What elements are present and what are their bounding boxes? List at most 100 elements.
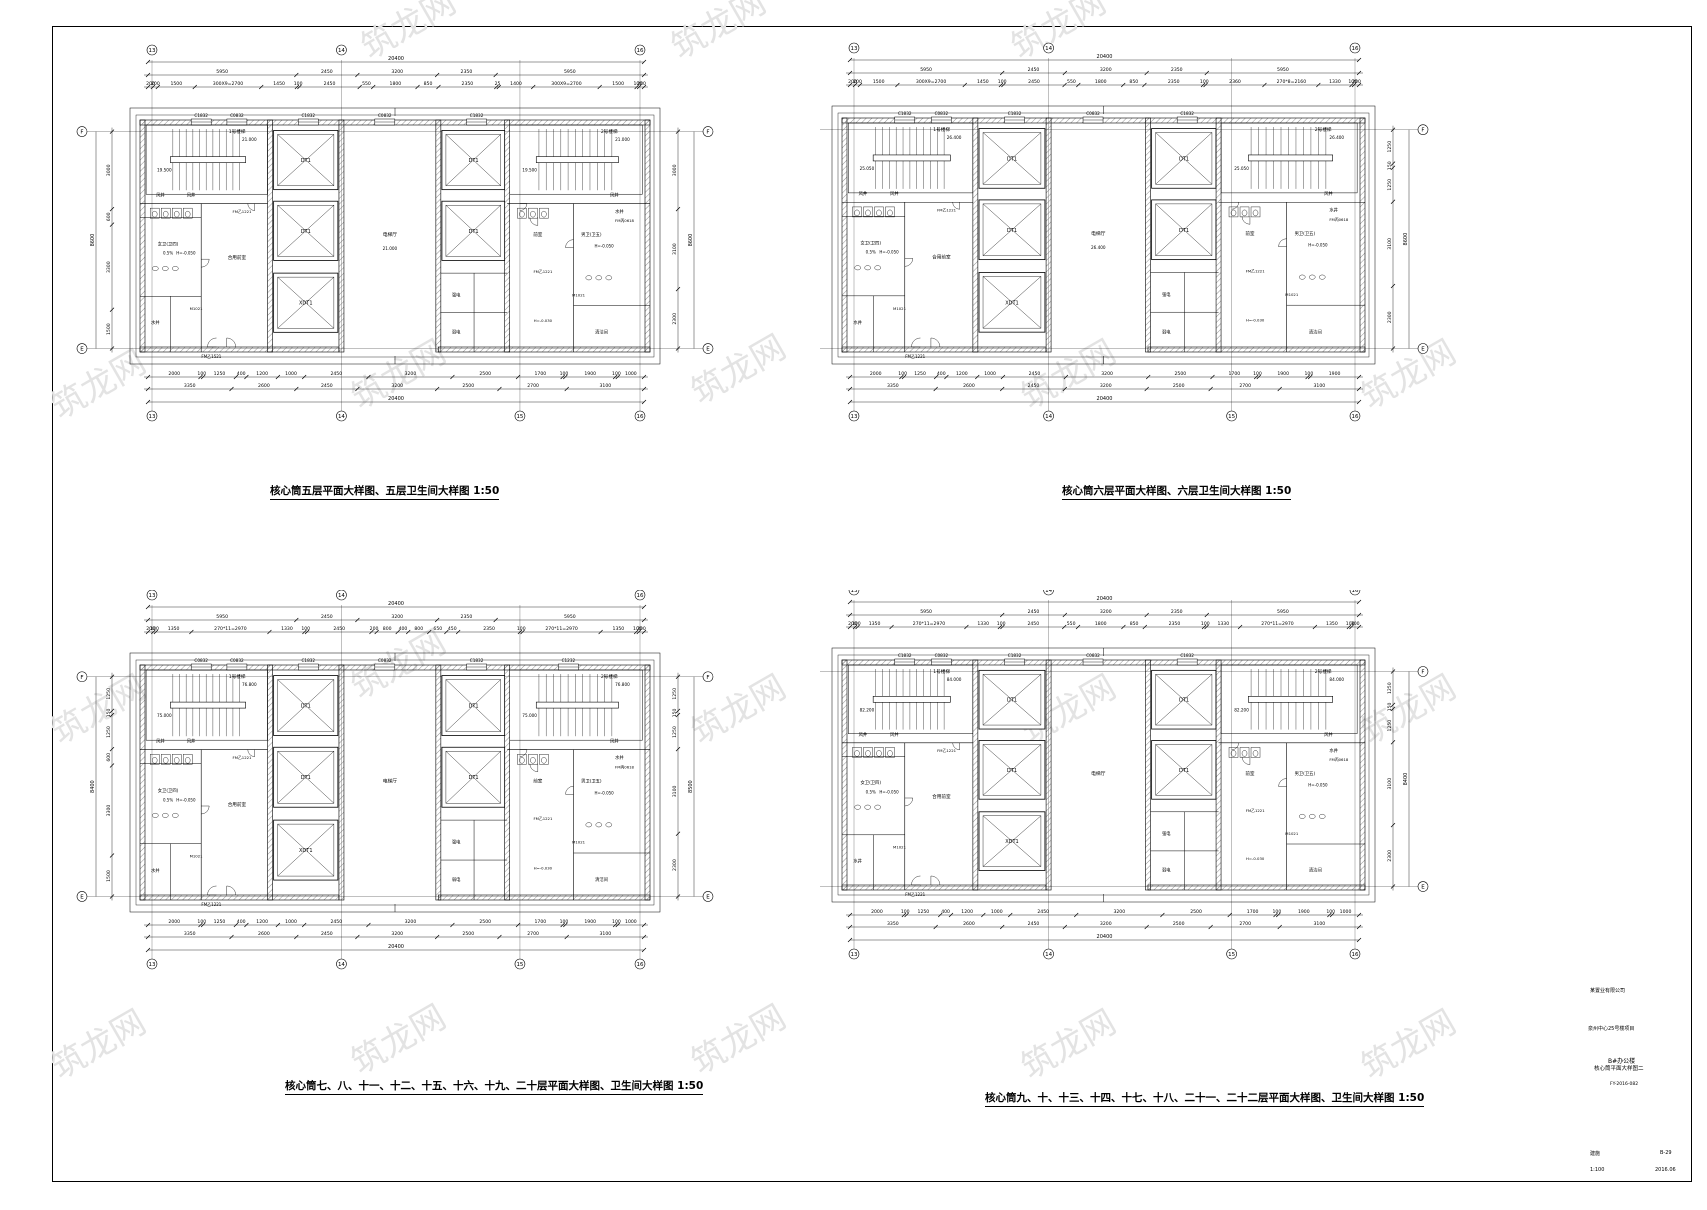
dim-top-row1-value: 3200: [1100, 609, 1112, 615]
dim-top-row2-value: 2360: [1229, 79, 1241, 85]
stair-1-elev2: 19.500: [157, 168, 172, 173]
dim-tick: [933, 924, 938, 930]
dim-bottom-row1-value: 1250: [214, 919, 226, 925]
window-label: C1832: [898, 111, 912, 116]
title-drawing: B#办公楼: [1608, 1058, 1636, 1065]
dim-tick: [1312, 624, 1318, 630]
wall-bottom-left: [841, 346, 1047, 353]
room-wc-f: 女卫(卫四): [158, 787, 179, 794]
dim-top-row2-value: 1400: [510, 81, 522, 87]
wc-cubicle: [1228, 747, 1239, 758]
wc-basin: [595, 822, 602, 828]
elevator-label: DT1: [468, 775, 478, 781]
room-cleaning: 清洁间: [595, 328, 608, 335]
door-stair-1: [952, 742, 960, 751]
wall-right: [1359, 659, 1366, 891]
dim-tick: [999, 70, 1005, 76]
wc-cubicle: [885, 747, 895, 758]
door-wc-label-r: M1021: [1285, 831, 1299, 836]
dim-total-bottom: 20400: [1097, 396, 1113, 402]
door-wc-label: M1021: [190, 306, 204, 311]
room-lobby: 电梯厅: [383, 778, 398, 785]
dim-tick: [415, 84, 420, 90]
wc-cubicle: [885, 206, 895, 218]
elevator-label: DT1: [468, 704, 478, 710]
dim-top-row2-value: 1500: [612, 81, 624, 87]
stair-1-handrail: [872, 154, 951, 162]
dim-top-row2-value: 200: [146, 81, 155, 87]
dim-tick: [366, 922, 371, 928]
dim-tick: [1120, 82, 1126, 88]
dim-top-row2-value: 1350: [168, 626, 180, 632]
dim-bottom-row1-value: 100: [560, 919, 569, 925]
dim-tick: [405, 629, 411, 635]
title-sheet-label: 建施: [1590, 1151, 1601, 1157]
room-shaft-weak: 弱电: [452, 876, 461, 883]
axis-label: 15: [1228, 952, 1235, 958]
dim-bottom-row1-value: 1900: [584, 919, 596, 925]
dim-tick: [1063, 374, 1069, 380]
dim-tick: [109, 746, 115, 752]
wall-right: [1359, 117, 1366, 353]
dim-tick: [355, 934, 360, 940]
dim-right-value: 150: [1387, 702, 1393, 711]
wc-cubicle: [528, 754, 538, 765]
dim-top-row2-value: 1330: [281, 626, 293, 632]
wc-floor-h: H=-0.050: [594, 244, 614, 249]
elevator-dt1-c-inner: [1155, 674, 1213, 726]
dim-tick: [1253, 374, 1259, 380]
title-scale: 1:100: [1590, 1167, 1605, 1173]
door-fm-label-l: FM乙1221: [937, 208, 957, 213]
wc-cubicle: [1250, 747, 1261, 758]
wall-bottom-right: [438, 346, 651, 353]
dim-tick: [145, 617, 151, 623]
wc-toilet: [184, 210, 191, 218]
wc-basin: [1299, 274, 1306, 280]
stair-1-elev2: 75.000: [157, 713, 172, 718]
dim-tick: [1144, 386, 1149, 392]
dim-tick: [641, 922, 647, 928]
wc-cubicle: [160, 754, 171, 765]
dim-tick: [1203, 82, 1208, 88]
dim-bottom-row2-value: 3100: [1314, 383, 1326, 389]
dim-tick: [1062, 70, 1068, 76]
dim-tick: [1062, 386, 1068, 392]
axis-bubble-right-E: [702, 343, 714, 354]
dim-bottom-row1-value: 100: [1304, 371, 1313, 377]
elevator-xdt1-inner: [982, 815, 1042, 867]
dim-tick: [301, 374, 307, 380]
floor-h2-label: H=-0.030: [1246, 856, 1265, 861]
dim-top-row2-value: 100: [1348, 79, 1357, 85]
wc-slope: 0.5%: [866, 789, 876, 794]
door-stair-1: [247, 203, 255, 211]
axis-label: 16: [637, 414, 644, 420]
dim-top-row2-value: 550: [362, 81, 371, 87]
dim-tick: [641, 947, 647, 953]
dim-top-row1-value: 5950: [920, 67, 932, 73]
dim-tick: [944, 374, 949, 380]
dim-tick: [434, 617, 440, 623]
dim-tick: [1062, 82, 1067, 88]
dim-tick: [1208, 924, 1213, 930]
dim-left-value: 150: [106, 708, 112, 717]
wc-basin: [585, 822, 592, 828]
dim-bottom-row2-value: 2600: [258, 383, 270, 389]
dim-left-value: 3300: [106, 261, 112, 273]
dim-top-row2-value: 270*11=2970: [1261, 621, 1294, 627]
dim-top-row2-value: 100: [633, 626, 642, 632]
dim-top-row2-value: 1450: [977, 79, 989, 85]
dim-tick: [1142, 624, 1148, 630]
dim-tick: [109, 674, 115, 679]
dim-tick: [641, 72, 647, 78]
lobby-elev: 26.400: [1091, 245, 1106, 250]
elevator-label: XDT1: [1005, 300, 1019, 306]
door-wc-m: [565, 786, 574, 795]
axis-label: 16: [637, 962, 644, 968]
stair-2: [509, 124, 643, 195]
axis-bubble-left-E: [76, 891, 88, 902]
wall-bottom-left: [139, 346, 340, 353]
dim-bottom-row1-value: 3200: [1113, 909, 1125, 915]
dim-tick: [1075, 624, 1081, 630]
elevator-dt1-b-cross: [277, 751, 335, 804]
wall-left: [841, 659, 848, 891]
